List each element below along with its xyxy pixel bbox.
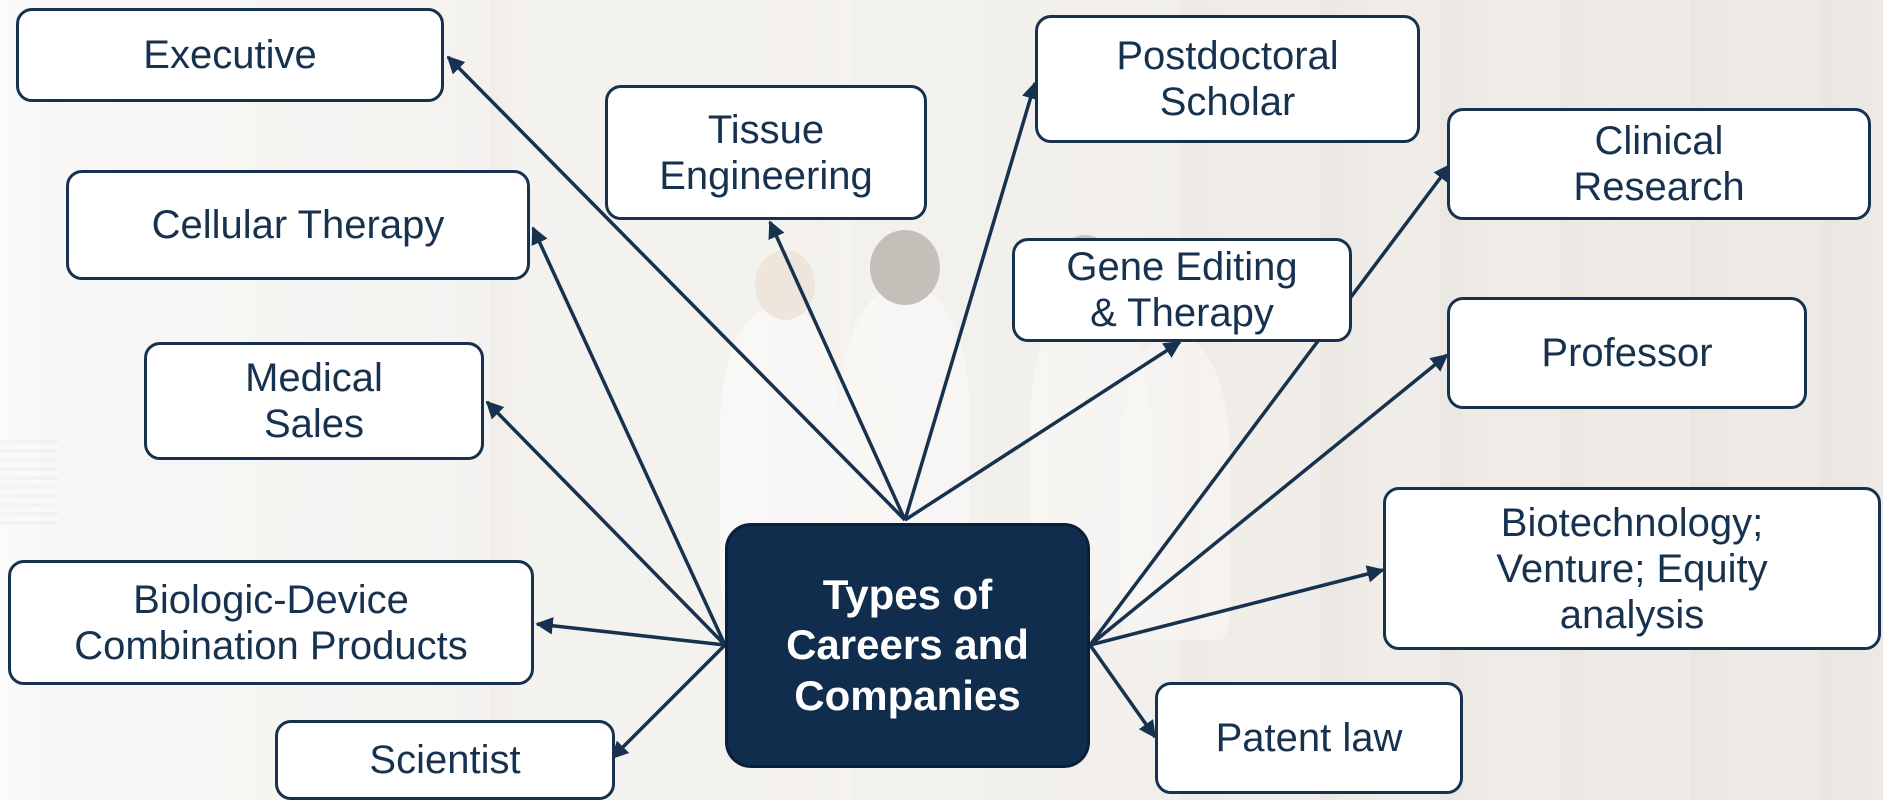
arrow-executive xyxy=(446,55,907,522)
node-gene-editing-label: Gene Editing & Therapy xyxy=(1066,245,1298,335)
node-clinical-research-label: Clinical Research xyxy=(1573,119,1745,209)
arrow-scientist xyxy=(610,643,727,760)
arrow-clinical-research xyxy=(1088,163,1452,647)
node-cellular-therapy-label: Cellular Therapy xyxy=(151,203,445,247)
node-professor: Professor xyxy=(1447,297,1807,409)
node-scientist-label: Scientist xyxy=(369,738,521,782)
arrow-postdoctoral-scholar xyxy=(903,81,1039,521)
node-gene-editing: Gene Editing & Therapy xyxy=(1012,238,1352,342)
node-biologic-device-label: Biologic-Device Combination Products xyxy=(74,577,468,668)
arrow-professor xyxy=(1088,353,1449,647)
node-patent-law: Patent law xyxy=(1155,682,1463,794)
node-executive: Executive xyxy=(16,8,444,102)
arrow-cellular-therapy xyxy=(531,226,727,646)
center-node: Types of Careers and Companies xyxy=(725,523,1090,768)
node-tissue-engineering: Tissue Engineering xyxy=(605,85,927,220)
node-postdoctoral-scholar-label: Postdoctoral Scholar xyxy=(1116,34,1339,124)
node-clinical-research: Clinical Research xyxy=(1447,108,1871,220)
node-medical-sales: Medical Sales xyxy=(144,342,484,460)
center-node-label: Types of Careers and Companies xyxy=(786,570,1029,719)
node-biotechnology: Biotechnology; Venture; Equity analysis xyxy=(1383,487,1881,650)
arrow-biologic-device xyxy=(535,617,726,647)
node-professor-label: Professor xyxy=(1541,331,1713,375)
node-biologic-device: Biologic-Device Combination Products xyxy=(8,560,534,685)
arrow-tissue-engineering xyxy=(768,220,907,521)
arrow-patent-law xyxy=(1088,643,1157,739)
node-patent-law-label: Patent law xyxy=(1215,716,1403,760)
arrow-biotechnology xyxy=(1089,565,1385,647)
node-postdoctoral-scholar: Postdoctoral Scholar xyxy=(1035,15,1420,143)
node-tissue-engineering-label: Tissue Engineering xyxy=(659,107,873,198)
node-executive-label: Executive xyxy=(143,33,317,77)
node-biotechnology-label: Biotechnology; Venture; Equity analysis xyxy=(1496,500,1768,637)
arrow-gene-editing xyxy=(904,340,1182,522)
node-scientist: Scientist xyxy=(275,720,615,800)
arrow-medical-sales xyxy=(485,400,727,647)
node-medical-sales-label: Medical Sales xyxy=(245,356,383,446)
node-cellular-therapy: Cellular Therapy xyxy=(66,170,530,280)
